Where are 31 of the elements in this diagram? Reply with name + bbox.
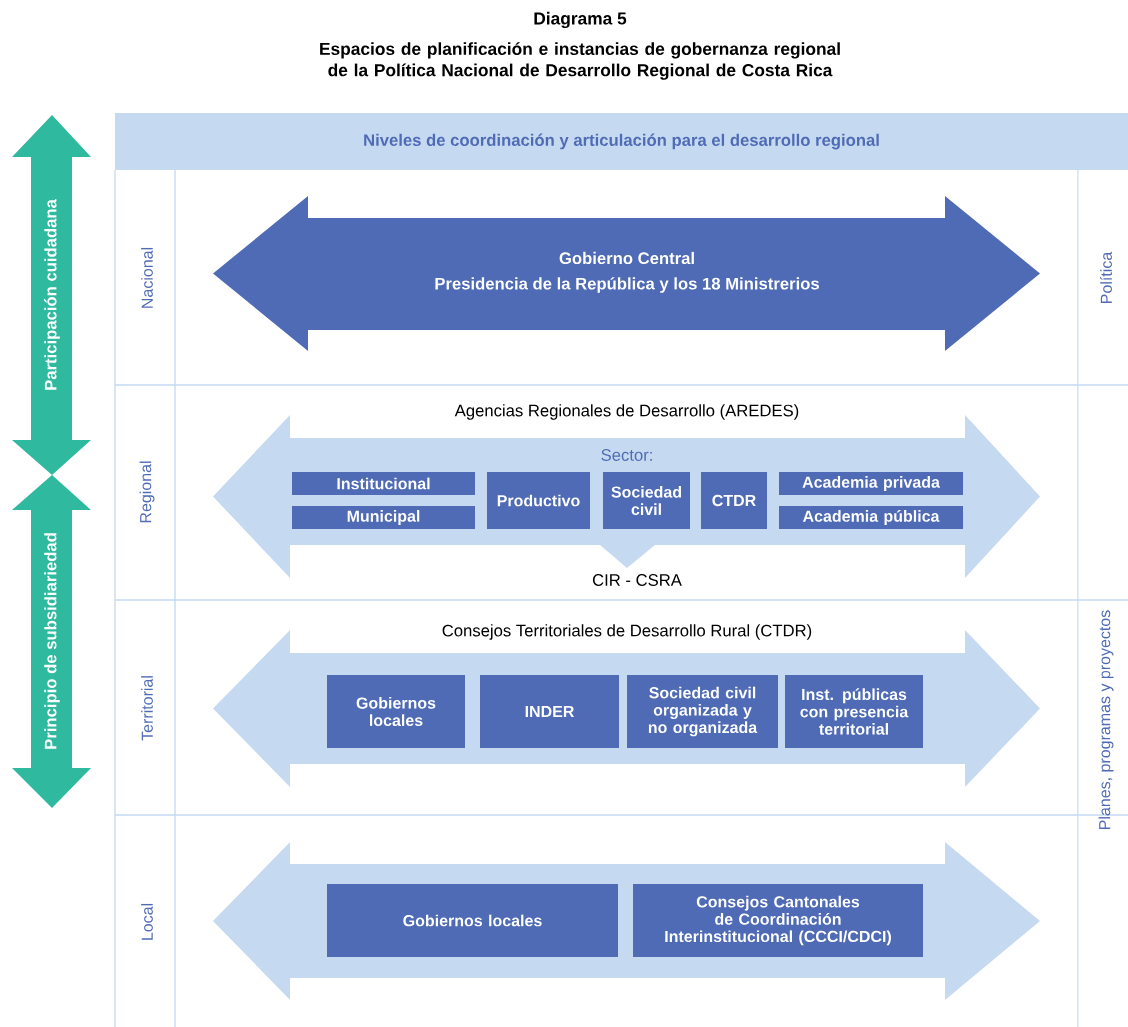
row-label: Local: [141, 903, 153, 940]
sector-box: Productivo: [487, 472, 590, 529]
sector-box: Municipal: [292, 506, 475, 529]
subtitle: Espacios de planificación e instancias de gobernanza regional de la Política Nacional de Desarrollo Regional de Costa Rica: [320, 42, 840, 80]
row-label: Regional: [139, 461, 155, 523]
column-label: Política: [1100, 251, 1112, 303]
sector-box: CTDR: [701, 472, 767, 529]
double-arrow: [213, 196, 1040, 351]
title: Diagrama 5: [534, 11, 627, 29]
heading: Agencias Regionales de Desarrollo (AREDES): [454, 404, 799, 420]
sector-box: Inst. públicas con presencia territorial: [785, 675, 923, 748]
sector-box: INDER: [480, 675, 619, 748]
sector-box: Consejos Cantonales de Coordinación Interinstitucional (CCCI/CDCI): [633, 884, 923, 957]
sector-box: Gobiernos locales: [327, 884, 618, 957]
header-band: Niveles de coordinación y articulación para el desarrollo regional: [115, 113, 1128, 170]
row-label: Nacional: [141, 247, 153, 308]
sector-box: Sociedad civil organizada y no organizada: [627, 675, 778, 748]
row-label: Territorial: [141, 676, 153, 741]
arrow-label: Presidencia de la República y los 18 Ministrerios: [435, 277, 819, 293]
sector-box: Sociedad civil: [603, 472, 690, 529]
sector-box: Academia pública: [779, 506, 963, 529]
sector-box: Academia privada: [779, 472, 963, 495]
heading: Consejos Territoriales de Desarrollo Rural (CTDR): [442, 624, 812, 640]
sector-box: Gobiernos locales: [327, 675, 465, 748]
caption-text: CIR - CSRA: [592, 574, 682, 586]
sector-box: Institucional: [292, 472, 475, 495]
caption-text: Sector:: [601, 449, 652, 461]
vertical-banner: Participación cuidadana: [12, 115, 91, 475]
vertical-banner: Principio de subsidiariedad: [12, 475, 91, 808]
arrow-label: Gobierno Central: [559, 251, 694, 265]
column-label: Planes, programas y proyectos: [1098, 610, 1114, 829]
